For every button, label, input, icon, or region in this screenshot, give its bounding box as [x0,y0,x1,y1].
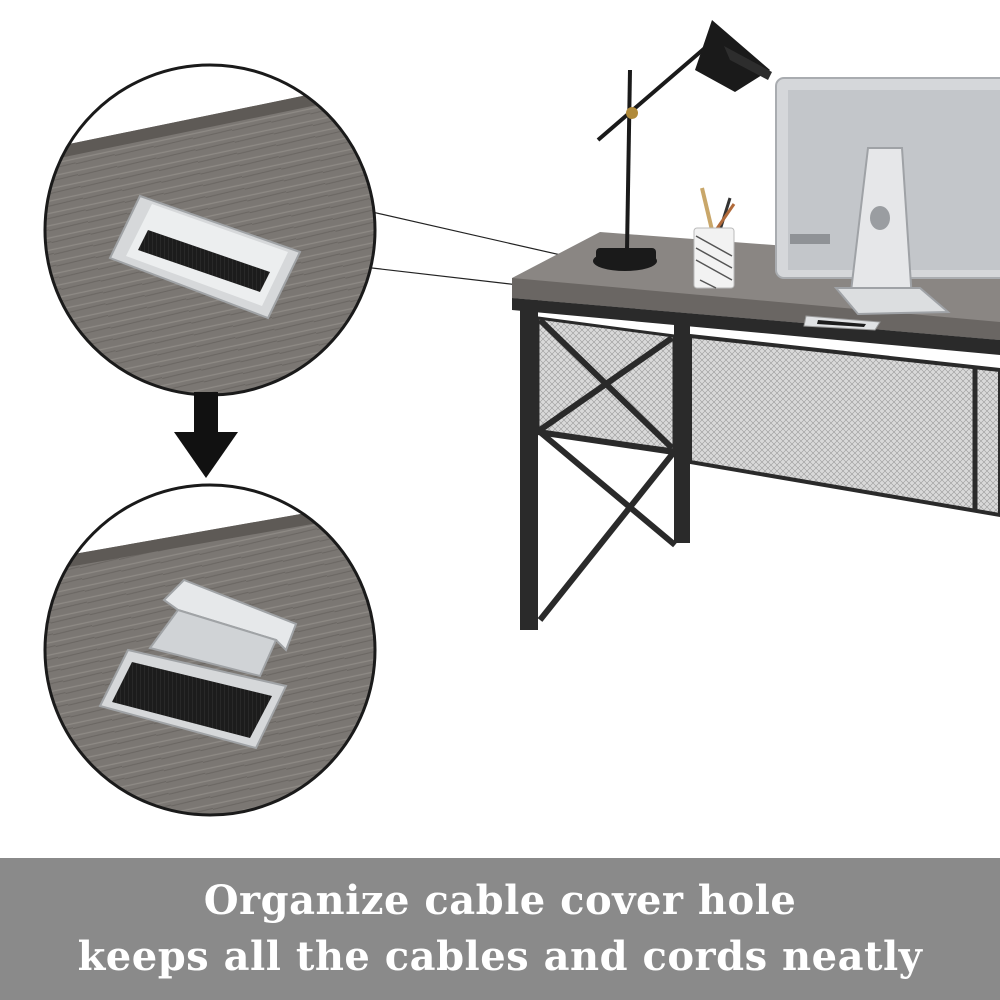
desk-leg-back [674,318,690,543]
pencil-cup-icon [693,187,736,289]
caption-headline: Organize cable cover hole [203,877,797,924]
desk-leg-front [520,300,538,630]
zoom-circle-closed-grommet [43,63,377,397]
front-mesh-panel [688,333,1000,518]
down-arrow-icon [174,392,238,478]
desk-lamp-icon [593,20,772,271]
product-illustration [43,20,1000,817]
monitor-icon [775,77,1000,316]
caption-subline: keeps all the cables and cords neatly [77,933,923,980]
zoom-circle-open-grommet [43,483,377,817]
desk [512,232,1000,630]
caption-band: Organize cable cover hole keeps all the … [0,858,1000,1000]
